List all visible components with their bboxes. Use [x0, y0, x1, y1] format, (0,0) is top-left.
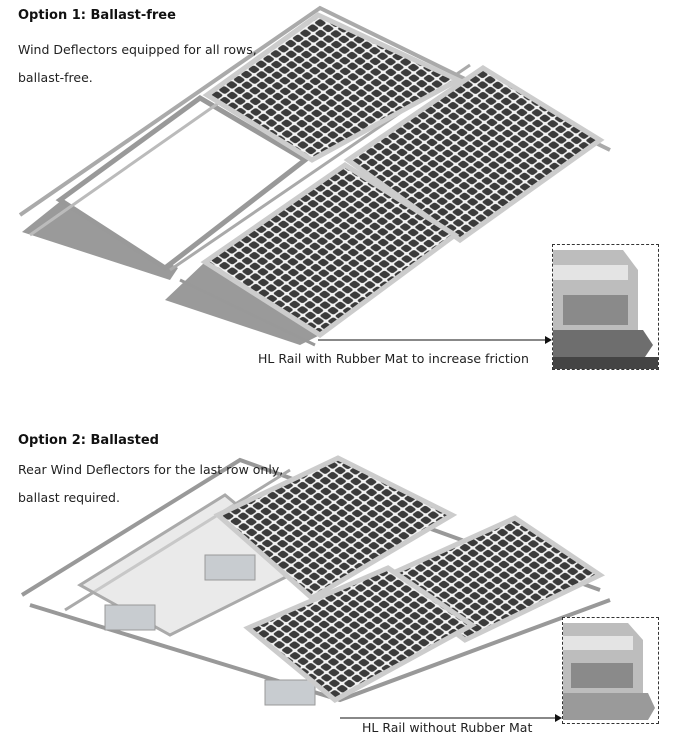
option1-heading: Option 1: Ballast-free [18, 8, 176, 23]
option2-illustration [20, 455, 611, 722]
wind-deflector [165, 262, 320, 345]
ballast-block [104, 604, 156, 631]
option1-callout: HL Rail with Rubber Mat to increase fric… [258, 351, 529, 366]
hl-rail-profile-image [563, 623, 655, 720]
empty-frame [55, 95, 310, 272]
rail-without-mat-inset [562, 617, 659, 724]
option1-description-line2: ballast-free. [18, 70, 93, 85]
solar-panel [243, 565, 477, 704]
ballast-block [204, 554, 256, 581]
solar-panel [202, 12, 464, 163]
rail-with-mat-inset [552, 244, 659, 370]
option2-description-line1: Rear Wind Deflectors for the last row on… [18, 462, 284, 477]
option2-heading: Option 2: Ballasted [18, 433, 159, 448]
solar-panel [213, 455, 458, 602]
ballast-block [264, 679, 316, 706]
option2-description-line2: ballast required. [18, 490, 120, 505]
option2-callout: HL Rail without Rubber Mat [362, 720, 533, 735]
option1-description-line1: Wind Deflectors equipped for all rows, [18, 42, 257, 57]
option1-illustration [18, 5, 611, 347]
hl-rail-profile-image [553, 250, 658, 369]
wind-deflector [22, 200, 178, 280]
solar-panel [200, 161, 460, 339]
